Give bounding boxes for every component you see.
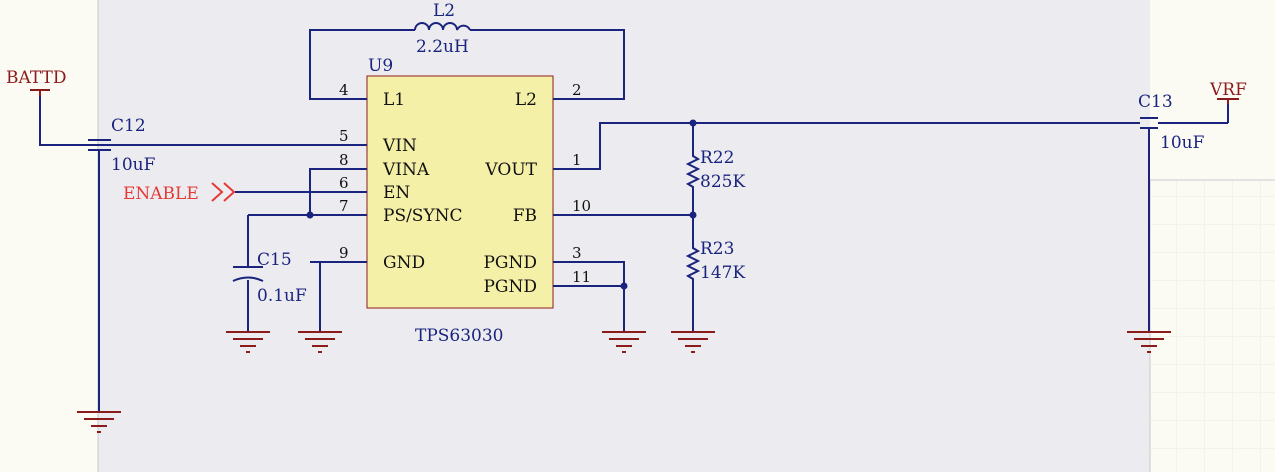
pin-name: L1	[383, 90, 405, 110]
net-label-vrf: VRF	[1209, 80, 1247, 100]
ground-icon	[1127, 331, 1171, 353]
ground-icon	[77, 411, 121, 433]
inductor-l2[interactable]: L2 2.2uH	[414, 1, 471, 57]
ground-icon	[226, 331, 270, 353]
r23-value: 147K	[700, 263, 745, 283]
c15-plate-bottom	[232, 276, 264, 282]
r22-designator: R22	[700, 148, 734, 168]
r23-body	[685, 243, 701, 283]
pin-name: PGND	[483, 277, 537, 297]
capacitor-c15[interactable]: C15 0.1uF	[232, 250, 307, 306]
ic-part-number: TPS63030	[415, 326, 504, 346]
pin-number: 3	[572, 244, 582, 262]
r22-body	[685, 152, 701, 190]
net-battd[interactable]: BATTD	[6, 68, 66, 96]
pin-number: 6	[339, 174, 349, 192]
pin-name: GND	[383, 253, 425, 273]
pin-name: FB	[513, 206, 537, 226]
chevron-right-icon	[223, 182, 236, 202]
resistor-r23[interactable]: R23 147K	[685, 239, 745, 283]
net-label-battd: BATTD	[6, 68, 66, 88]
capacitor-c12[interactable]: C12 10uF	[88, 116, 156, 175]
ic-designator: U9	[368, 56, 393, 76]
capacitor-c13[interactable]: C13 10uF	[1138, 92, 1205, 153]
r23-designator: R23	[700, 239, 734, 259]
pin-number: 2	[572, 81, 582, 99]
pin-name: VOUT	[484, 160, 537, 180]
pin-number: 7	[339, 197, 349, 215]
pin-name: L2	[515, 90, 537, 110]
pin-number: 9	[339, 244, 349, 262]
pin-number: 11	[572, 268, 591, 286]
wires	[39, 29, 1229, 412]
net-vrf[interactable]: VRF	[1209, 80, 1247, 104]
l2-designator: L2	[433, 1, 455, 21]
r22-value: 825K	[700, 172, 745, 192]
pin-name: VIN	[382, 136, 417, 156]
ground-icon	[298, 331, 342, 353]
pin-name: EN	[383, 183, 410, 203]
resistor-r22[interactable]: R22 825K	[685, 148, 745, 192]
c15-value: 0.1uF	[257, 286, 307, 306]
c13-designator: C13	[1138, 92, 1173, 112]
c15-designator: C15	[257, 250, 292, 270]
ground-symbols	[77, 331, 1171, 433]
c12-value: 10uF	[111, 155, 156, 175]
c13-value: 10uF	[1160, 133, 1205, 153]
pin-name: PGND	[483, 253, 537, 273]
net-label-enable: ENABLE	[123, 184, 199, 204]
pin-number: 5	[339, 127, 349, 145]
c12-designator: C12	[111, 116, 146, 136]
grid-area-right	[1150, 180, 1275, 472]
ground-icon	[602, 331, 646, 353]
pin-number: 8	[339, 151, 349, 169]
ic-body	[366, 75, 554, 309]
chevron-right-icon	[211, 182, 224, 202]
net-enable[interactable]: ENABLE	[123, 182, 236, 204]
l2-value: 2.2uH	[416, 37, 469, 57]
pin-number: 4	[339, 81, 349, 99]
pin-number: 10	[572, 197, 591, 215]
ground-icon	[671, 331, 715, 353]
inductor-l2-coil	[414, 22, 471, 31]
pin-name: PS/SYNC	[383, 206, 463, 226]
pin-name: VINA	[382, 160, 430, 180]
pin-number: 1	[572, 151, 582, 169]
